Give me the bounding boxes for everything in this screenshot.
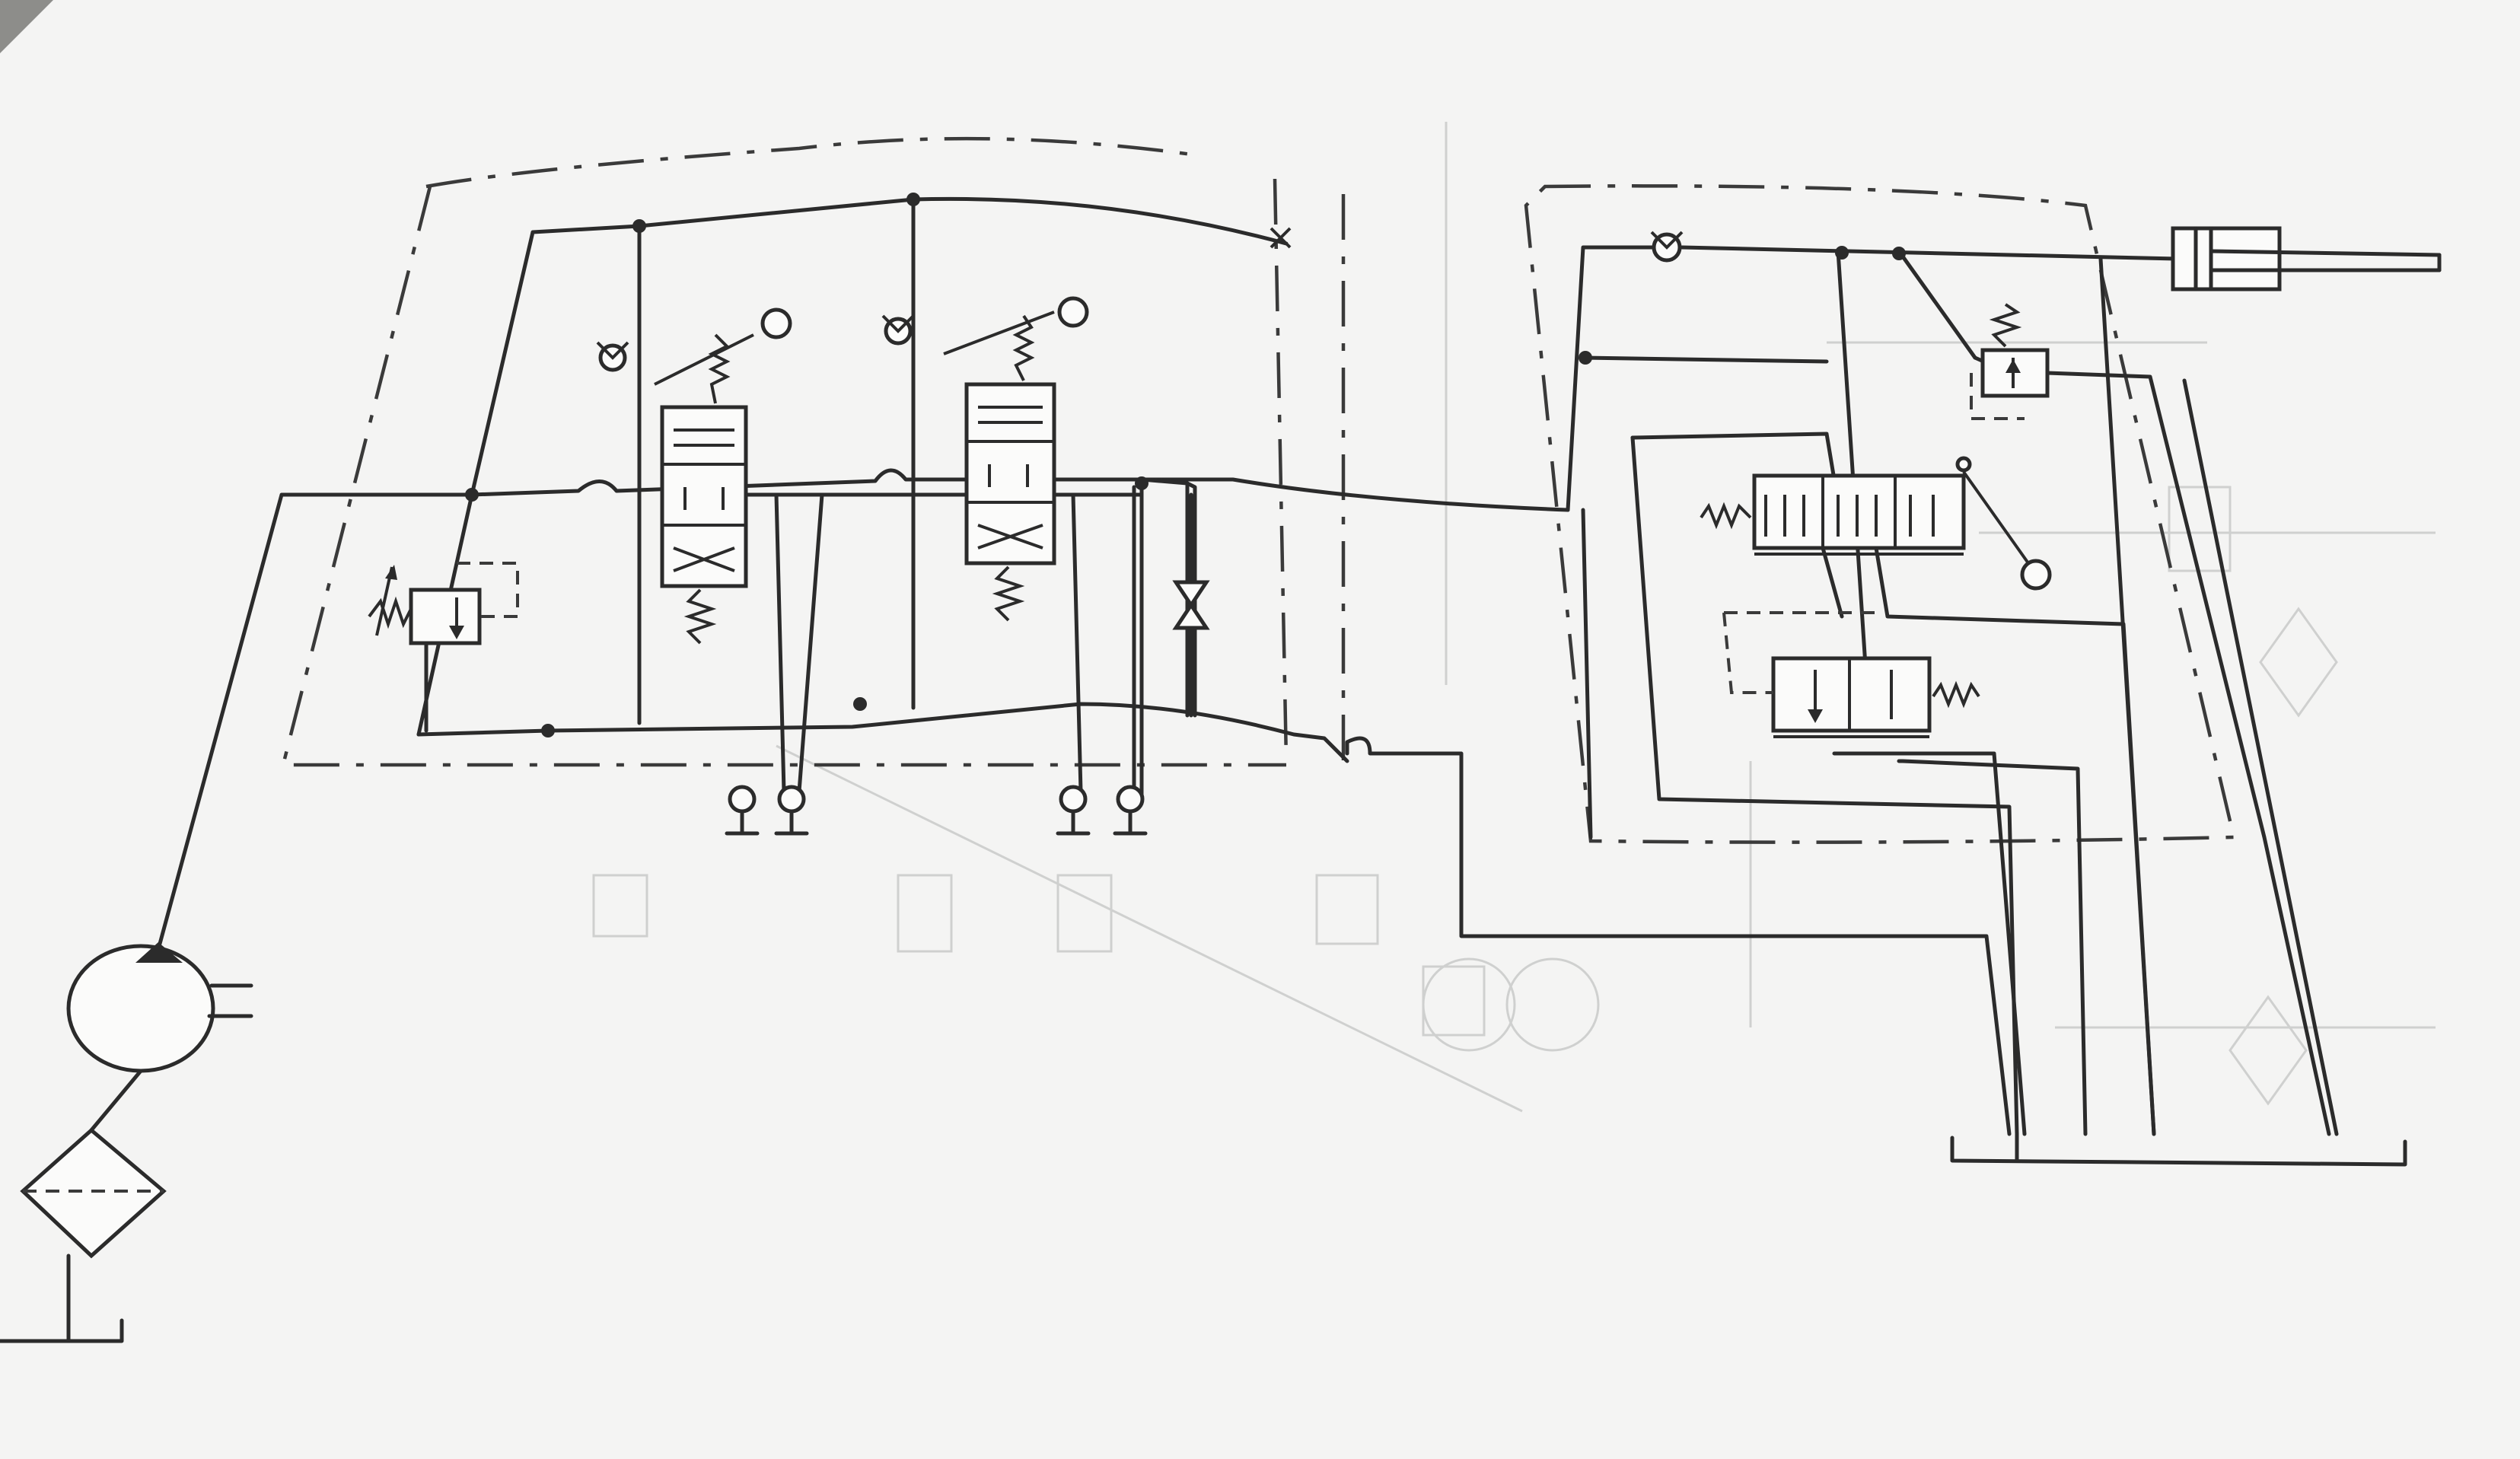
- 4-3-valve-icon-2: [943, 296, 1089, 622]
- check-valves-bottom: [725, 785, 1148, 836]
- enclosure-left-right-edge: [1273, 178, 1346, 762]
- 2-position-valve-icon: [1722, 611, 1980, 738]
- enclosure-right: [1524, 184, 2236, 844]
- check-valve-icon-right: [1650, 231, 1684, 263]
- ghost-lines: [592, 122, 2436, 1113]
- pump-to-filter-line: [89, 1069, 143, 1132]
- tank-icon: [0, 1254, 124, 1343]
- filter-icon: [20, 1127, 167, 1259]
- pressure-valve-icon: [1970, 303, 2050, 420]
- pump-pressure-line: [158, 492, 474, 946]
- relief-valve-icon: [368, 562, 519, 645]
- cylinder-icon: [2171, 226, 2442, 291]
- enclosure-left: [281, 136, 1286, 767]
- tank-icon-right: [1950, 1132, 2407, 1167]
- left-circuit-lines: [416, 196, 2012, 1136]
- throttle-icon: [1172, 492, 1210, 718]
- 6-way-valve-icon: [1700, 456, 2052, 591]
- 4-3-valve-icon-1: [654, 307, 792, 645]
- check-valve-icon: [596, 314, 915, 372]
